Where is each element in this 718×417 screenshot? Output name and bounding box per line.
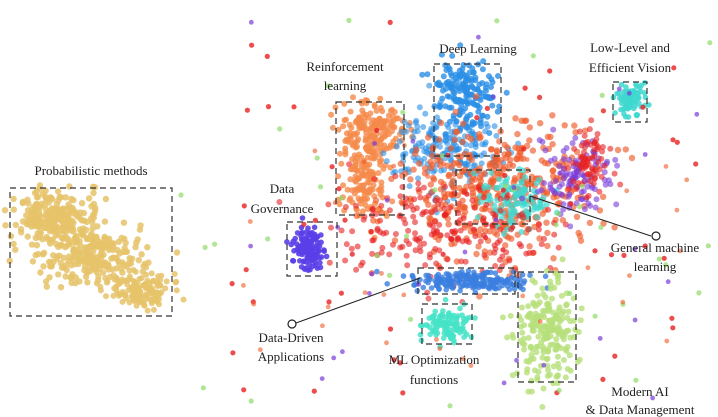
box-low-level-vision xyxy=(612,81,648,123)
cluster-ml-optimization-points xyxy=(417,296,478,350)
cluster-reinforcement-points-2 xyxy=(335,123,396,241)
marker-driven-apps xyxy=(287,319,297,329)
label-modern-ai-line1: Modern AI xyxy=(611,384,668,399)
box-ml-optimization xyxy=(421,303,473,345)
cluster-red-right-points xyxy=(565,117,624,201)
label-ml-optimization-line2: functions xyxy=(410,372,458,387)
label-general-ml-line2: learning xyxy=(634,259,677,274)
outlier-purple-points xyxy=(248,19,700,401)
outlier-green-points xyxy=(178,17,713,409)
label-data-governance-line2: Governance xyxy=(251,201,314,216)
cluster-probabilistic-points-3 xyxy=(97,260,187,314)
box-driven-apps xyxy=(417,267,516,295)
cluster-boxes xyxy=(9,63,648,383)
label-data-governance-line1: Data xyxy=(270,181,295,196)
leader-general-ml xyxy=(529,195,652,237)
marker-general-ml xyxy=(651,231,661,241)
label-reinforcement-line1: Reinforcement xyxy=(306,59,384,74)
box-probabilistic xyxy=(9,187,173,317)
cluster-driven-apps-points xyxy=(374,268,550,296)
box-general-ml xyxy=(455,169,531,225)
cluster-modern-ai-points xyxy=(499,256,585,410)
label-driven-apps-line2: Applications xyxy=(258,349,324,364)
label-deep-learning: Deep Learning xyxy=(439,41,517,56)
scatter-points xyxy=(1,17,713,410)
cluster-data-governance-points xyxy=(284,215,330,274)
label-general-ml-line1: General machine xyxy=(611,240,700,255)
label-driven-apps-line1: Data-Driven xyxy=(259,330,324,345)
box-modern-ai xyxy=(517,271,577,383)
label-modern-ai-line2: & Data Management xyxy=(585,402,694,417)
label-ml-optimization-line1: ML Optimization xyxy=(389,352,480,367)
leader-lines xyxy=(287,195,661,329)
cluster-probabilistic-points-2 xyxy=(29,195,181,291)
label-reinforcement-line2: learning xyxy=(324,78,367,93)
leader-driven-apps xyxy=(295,277,421,324)
box-data-governance xyxy=(286,221,338,277)
cluster-labels: Probabilistic methods Reinforcement lear… xyxy=(34,40,699,417)
cluster-low-level-vision-points xyxy=(610,80,652,120)
label-probabilistic: Probabilistic methods xyxy=(34,163,147,178)
box-reinforcement xyxy=(335,101,405,216)
label-low-level-vision-line1: Low-Level and xyxy=(590,40,670,55)
label-low-level-vision-line2: Efficient Vision xyxy=(589,60,672,75)
box-deep-learning xyxy=(433,63,502,157)
cluster-red-points xyxy=(276,161,569,305)
